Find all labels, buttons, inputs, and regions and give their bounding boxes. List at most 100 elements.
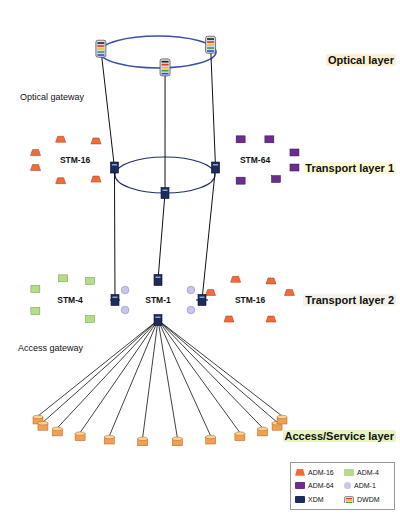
disc-top <box>30 34 340 90</box>
link-line <box>57 320 158 428</box>
legend-item: ADM-16 <box>295 467 341 478</box>
access-device-top <box>33 415 43 419</box>
ring-line <box>214 139 296 181</box>
adm-device <box>31 165 41 171</box>
ring-line <box>100 36 216 68</box>
adm-device <box>272 176 281 183</box>
layer-name: Access/Service layer <box>283 430 396 442</box>
adm-device <box>187 286 195 294</box>
disc-top <box>5 398 315 478</box>
link-line <box>165 68 166 193</box>
ring-rate: STM-1 <box>145 295 171 305</box>
dwdm-detail <box>207 41 214 43</box>
xdm-detail <box>156 317 161 319</box>
link-line <box>158 320 211 436</box>
ring-line <box>209 279 291 321</box>
adm-device <box>86 277 95 284</box>
legend-item: ADM-64 <box>295 481 341 492</box>
xdm-detail <box>200 297 205 299</box>
access-device-top <box>235 432 245 436</box>
legend-text: ADM-16 <box>308 469 334 476</box>
dwdm-detail <box>97 42 104 44</box>
label-holder: Access gateway <box>18 343 83 353</box>
adm-device <box>91 138 101 144</box>
dwdm-device <box>206 36 216 53</box>
access-device-top <box>104 435 114 439</box>
ring-rate: STM-16 <box>235 295 265 305</box>
dwdm-device <box>160 59 170 76</box>
ring-network: STM-4 <box>30 278 110 322</box>
link-line <box>101 49 115 167</box>
adm-device <box>236 136 245 143</box>
link-line <box>80 320 158 433</box>
layer-name: Transport layer 2 <box>303 294 396 306</box>
legend-text: XDM <box>308 496 324 503</box>
ring-network: STM-1 <box>120 280 196 320</box>
disc-side <box>30 41 340 97</box>
adm-device <box>31 308 40 315</box>
legend-swatch <box>295 469 305 476</box>
access-device-top <box>277 415 287 419</box>
legend-swatch <box>344 469 354 476</box>
adm-device <box>290 164 299 171</box>
dwdm-detail <box>162 64 169 66</box>
access-device-top <box>138 437 148 441</box>
disc-outline <box>0 115 400 235</box>
xdm-detail <box>163 190 168 192</box>
ring-line <box>121 281 195 319</box>
dwdm-device <box>96 40 106 57</box>
link-line <box>143 320 158 438</box>
disc-side <box>5 405 315 485</box>
link-line <box>202 168 216 300</box>
gateway-label: Access gateway <box>18 343 83 353</box>
adm-device <box>284 289 294 295</box>
disc-side <box>17 264 333 354</box>
disc-side <box>17 129 333 225</box>
gateway-label: Optical gateway <box>20 92 84 102</box>
legend-text: DWDM <box>357 496 380 503</box>
adm-device <box>206 289 216 295</box>
legend-item: XDM <box>295 494 341 505</box>
access-device-top <box>172 437 182 441</box>
access-device-top <box>38 421 48 425</box>
xdm-device <box>111 295 119 306</box>
link-line <box>158 320 282 416</box>
adm-device <box>236 177 245 184</box>
access-device-top <box>258 427 268 431</box>
label-holder: Optical gateway <box>20 92 84 102</box>
ring-network: STM-16 <box>208 278 292 322</box>
link-line <box>114 168 116 300</box>
legend-swatch <box>295 482 305 489</box>
link-line <box>158 320 277 422</box>
ring-network: STM-64 <box>213 138 297 182</box>
access-device-top <box>52 427 62 431</box>
xdm-detail <box>113 297 118 299</box>
disc-top <box>17 257 333 347</box>
adm-device <box>121 286 129 294</box>
adm-device <box>56 136 66 142</box>
link-line <box>158 320 263 428</box>
ring-rate: STM-16 <box>60 155 90 165</box>
ring-line <box>34 139 116 181</box>
ring-line <box>31 279 109 321</box>
adm-device <box>290 149 299 156</box>
ring-network: STM-16 <box>33 138 117 182</box>
legend-text: ADM-4 <box>357 469 379 476</box>
xdm-device <box>198 295 206 306</box>
adm-device <box>86 316 95 323</box>
access-device-top <box>206 435 216 439</box>
link-line <box>158 320 240 433</box>
adm-device <box>121 306 129 314</box>
xdm-device <box>154 275 162 286</box>
xdm-detail <box>112 164 117 166</box>
link-line <box>158 320 177 438</box>
ring-rate: STM-64 <box>240 155 270 165</box>
adm-device <box>187 306 195 314</box>
legend-item: ADM-4 <box>344 467 390 478</box>
adm-device <box>231 276 241 282</box>
dwdm-detail <box>207 38 214 40</box>
legend-swatch <box>295 496 305 503</box>
layer-name: Optical layer <box>326 54 396 66</box>
dwdm-detail <box>162 70 169 72</box>
legend-item: ADM-1 <box>344 481 390 492</box>
